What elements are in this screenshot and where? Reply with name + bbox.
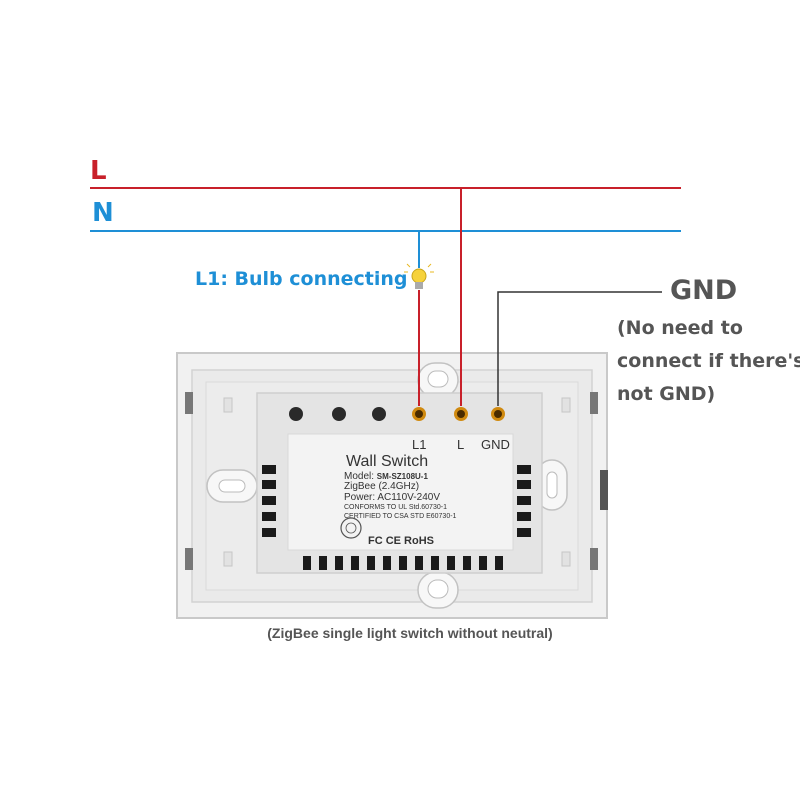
live-wire-label: L [90,156,107,186]
device-certified: CERTIFIED TO CSA STD E60730-1 [344,513,457,520]
switch-housing [256,392,543,574]
ground-lead [497,291,662,406]
device-power: Power: AC110V-240V [344,492,440,503]
terminal-label-gnd: GND [481,437,510,452]
terminal-l1 [412,407,426,421]
bulb-icon [404,263,434,289]
terminal-l [454,407,468,421]
terminal-screw [372,407,386,421]
terminal-screw [289,407,303,421]
terminal-label-l: L [457,437,465,452]
gnd-note: (No need to connect if there's not GND) [617,312,800,411]
side-clip [185,548,193,570]
neutral-wire-label: N [92,198,114,228]
side-clip [600,470,608,510]
gnd-note-line: not GND) [617,383,716,405]
device-conforms: CONFORMS TO UL Std.60730-1 [344,504,447,511]
gnd-note-line: connect if there's [617,350,800,372]
device-model: Model: SM-SZ108U-1 [344,471,428,482]
caption: (ZigBee single light switch without neut… [267,625,553,641]
cert-marks: FC CE RoHS [368,535,434,547]
bulb-connection-label: L1: Bulb connecting [195,268,408,290]
model-value: SM-SZ108U-1 [376,472,428,481]
terminal-gnd [491,407,505,421]
gnd-note-line: (No need to [617,317,743,339]
side-clip [590,392,598,414]
terminal-screw [332,407,346,421]
model-prefix: Model: [344,471,375,482]
device-protocol: ZigBee (2.4GHz) [344,481,420,492]
side-clip [590,548,598,570]
side-clip [185,392,193,414]
gnd-title: GND [670,275,738,306]
terminal-label-l1: L1 [412,437,427,452]
etl-logo [340,517,362,539]
device-title: Wall Switch [346,453,429,470]
